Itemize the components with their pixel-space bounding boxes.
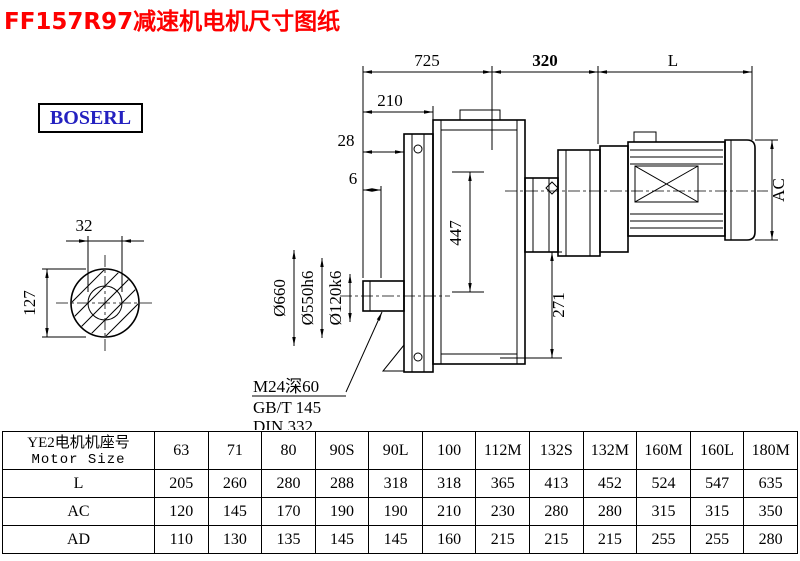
dim-447: 447 — [446, 220, 465, 246]
table-header-cell: 90S — [314, 431, 370, 470]
dim-L: L — [668, 51, 678, 70]
table-header-cell: 180M — [743, 431, 798, 470]
table-cell: 205 — [154, 469, 209, 498]
table-cell: 145 — [207, 497, 263, 526]
table-row-L: L 205 260 280 288 318 318 365 413 452 52… — [2, 469, 798, 498]
table-row-AC: AC 120 145 170 190 190 210 230 280 280 3… — [2, 497, 798, 526]
table-cell: 365 — [475, 469, 531, 498]
dimension-drawing: 725 320 L 210 28 6 — [20, 51, 788, 430]
table-cell: 413 — [529, 469, 584, 498]
table-cell: 255 — [636, 525, 691, 554]
table-cell: 635 — [743, 469, 798, 498]
dim-210: 210 — [377, 91, 403, 110]
table-cell: 190 — [314, 497, 370, 526]
table-header-cell: 132M — [582, 431, 638, 470]
table-cell: 524 — [636, 469, 691, 498]
input-adapter: 271 — [500, 149, 601, 359]
table-header-cell: 112M — [475, 431, 531, 470]
dim-dia-660: Ø660 — [270, 279, 289, 317]
table-cell: 318 — [368, 469, 423, 498]
note-din: DIN 332 — [253, 417, 313, 430]
table-cell: 547 — [689, 469, 745, 498]
dim-271: 271 — [549, 292, 568, 318]
motor-body — [627, 141, 726, 237]
dim-127: 127 — [20, 290, 39, 316]
table-cell: 215 — [582, 525, 638, 554]
table-header-cell: 71 — [207, 431, 263, 470]
table-header-cell: 80 — [261, 431, 316, 470]
table-cell: 190 — [368, 497, 423, 526]
dim-320: 320 — [532, 51, 558, 70]
table-row-AD: AD 110 130 135 145 145 160 215 215 215 2… — [2, 525, 798, 554]
motor: AC — [505, 131, 788, 253]
shaft-end-view: 32 127 — [20, 216, 154, 351]
table-header-cn: YE2电机机座号 — [27, 434, 130, 451]
table-header-cell: 90L — [368, 431, 423, 470]
thread-note: M24深60 GB/T 145 DIN 332 — [252, 311, 383, 430]
table-header-cell: 132S — [529, 431, 584, 470]
table-cell: 350 — [743, 497, 798, 526]
table-cell: 210 — [421, 497, 477, 526]
table-cell: 280 — [582, 497, 638, 526]
table-cell: 160 — [421, 525, 477, 554]
table-cell: 145 — [368, 525, 423, 554]
table-cell: 120 — [154, 497, 209, 526]
table-cell: 288 — [314, 469, 370, 498]
motor-flange — [599, 145, 629, 253]
table-cell: 170 — [261, 497, 316, 526]
table-cell: 260 — [207, 469, 263, 498]
table-cell: 280 — [743, 525, 798, 554]
dim-6: 6 — [349, 169, 358, 188]
terminal-box — [633, 131, 657, 143]
table-header-cell: 160M — [636, 431, 691, 470]
brand-mark-diamond — [545, 181, 559, 195]
row-label: AD — [2, 525, 155, 554]
table-header-cell: 100 — [421, 431, 477, 470]
stator-section — [634, 165, 699, 203]
row-label: AC — [2, 497, 155, 526]
table-cell: 315 — [636, 497, 691, 526]
dim-AC: AC — [769, 178, 788, 202]
table-cell: 215 — [475, 525, 531, 554]
mounting-flange — [403, 133, 434, 373]
motor-size-table: YE2电机机座号 Motor Size 63 71 80 90S 90L 100… — [2, 431, 798, 554]
brand-logo: BOSERL — [38, 103, 143, 133]
page-title: FF157R97减速机电机尺寸图纸 — [4, 9, 341, 35]
note-thread: M24深60 — [253, 377, 319, 396]
table-cell: 215 — [529, 525, 584, 554]
table-cell: 315 — [689, 497, 745, 526]
housing-lug — [459, 109, 501, 121]
table-cell: 255 — [689, 525, 745, 554]
dim-32: 32 — [76, 216, 93, 235]
fan-cover — [724, 139, 756, 241]
bell-housing — [557, 149, 601, 257]
table-cell: 135 — [261, 525, 316, 554]
table-cell: 318 — [421, 469, 477, 498]
dim-725: 725 — [414, 51, 440, 70]
flange-gusset — [381, 343, 405, 372]
table-cell: 280 — [529, 497, 584, 526]
gearbox-side-view: 447 — [340, 109, 526, 373]
dim-dia-550: Ø550h6 — [298, 271, 317, 326]
table-header-en: Motor Size — [31, 451, 126, 468]
table-cell: 230 — [475, 497, 531, 526]
table-cell: 280 — [261, 469, 316, 498]
table-cell: 145 — [314, 525, 370, 554]
dim-28: 28 — [338, 131, 355, 150]
diameter-dimensions: Ø660 Ø550h6 Ø120k6 — [270, 250, 352, 346]
table-header-motor-size: YE2电机机座号 Motor Size — [2, 431, 155, 470]
table-header-cell: 63 — [154, 431, 209, 470]
table-header-row: YE2电机机座号 Motor Size 63 71 80 90S 90L 100… — [2, 431, 798, 470]
table-cell: 110 — [154, 525, 209, 554]
row-label: L — [2, 469, 155, 498]
note-gbt: GB/T 145 — [253, 398, 321, 417]
section-hatch — [72, 270, 138, 336]
table-header-cell: 160L — [689, 431, 745, 470]
dim-dia-120: Ø120k6 — [326, 271, 345, 326]
table-cell: 452 — [582, 469, 638, 498]
table-cell: 130 — [207, 525, 263, 554]
